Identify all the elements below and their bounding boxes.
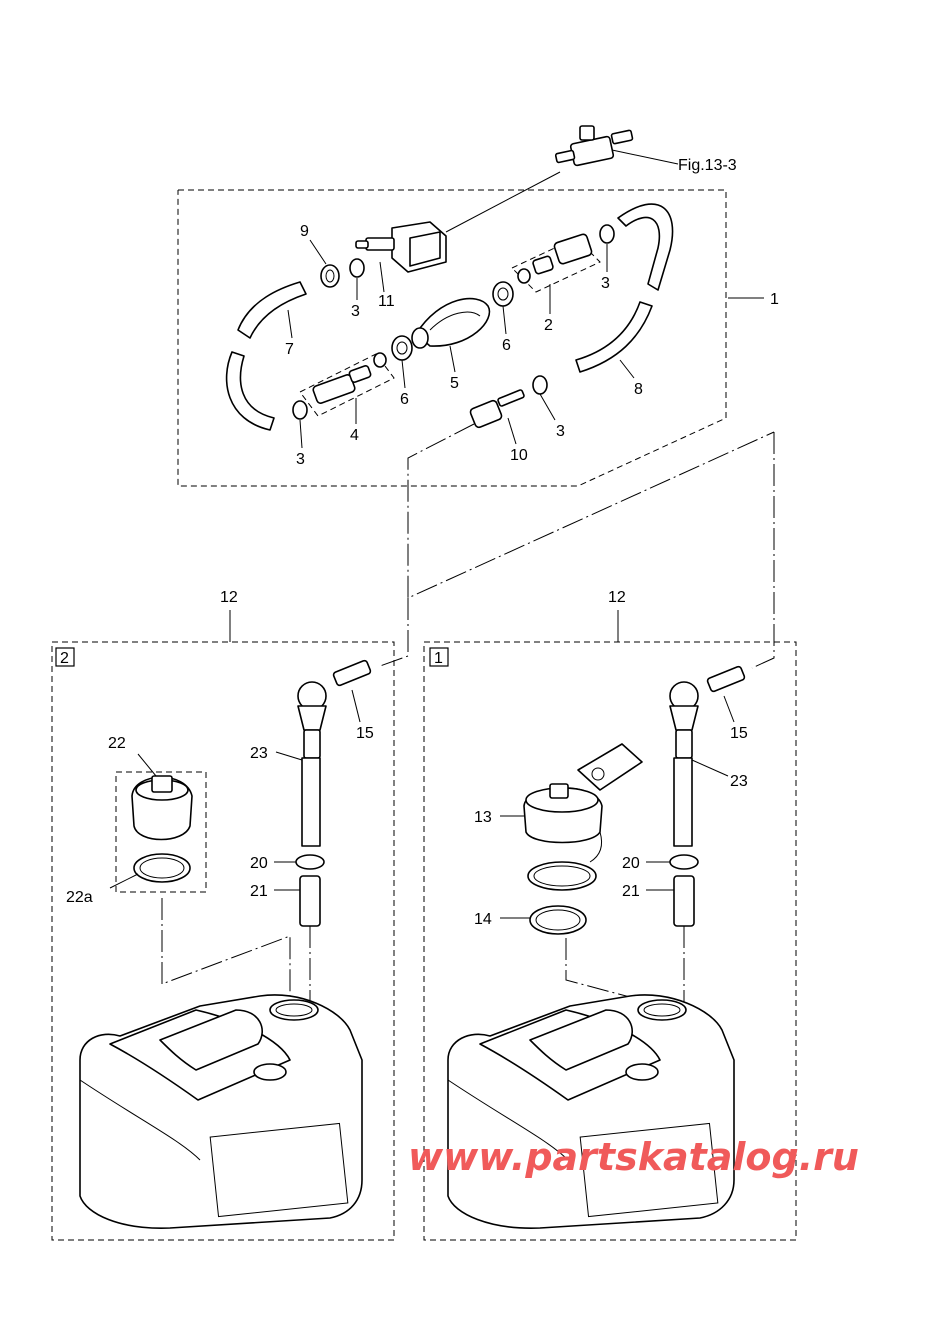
part-9-ring — [320, 264, 340, 288]
label-part-23-right: 23 — [730, 773, 748, 790]
label-part-3: 3 — [601, 275, 610, 292]
part-14-retainer — [529, 905, 587, 935]
tank-right-group — [423, 610, 797, 1241]
label-part-13: 13 — [474, 809, 492, 826]
label-part-7: 7 — [285, 341, 294, 358]
chain-line-right — [751, 432, 775, 669]
tank-right-outline — [423, 641, 797, 1241]
label-part-23-left: 23 — [250, 745, 268, 762]
label-part-1: 1 — [770, 291, 779, 308]
part-3-clamp — [349, 258, 365, 278]
part-2-connector — [511, 233, 601, 293]
part-20-oring — [295, 854, 325, 870]
part-3-clamp — [532, 375, 548, 395]
variant-box-1 — [429, 647, 449, 667]
chain-line-left — [407, 423, 775, 599]
fuel-tank-left — [79, 994, 363, 1229]
part-6-ring — [492, 281, 514, 307]
label-part-4: 4 — [350, 427, 359, 444]
fig-13-3-connector — [554, 125, 634, 167]
part-23-pickup-tube — [669, 681, 699, 847]
label-part-2: 2 — [544, 317, 553, 334]
label-part-21-left: 21 — [250, 883, 268, 900]
part-8-hose — [617, 203, 674, 291]
tank-left-group — [51, 610, 395, 1241]
part-5-primer-bulb — [411, 297, 491, 349]
part-20-oring — [669, 854, 699, 870]
variant-box-2 — [55, 647, 75, 667]
fuel-tank-right — [447, 994, 735, 1229]
label-part-5: 5 — [450, 375, 459, 392]
warning-tag — [577, 743, 643, 791]
label-part-22: 22 — [108, 735, 126, 752]
label-part-20-left: 20 — [250, 855, 268, 872]
label-part-22a: 22a — [66, 889, 93, 906]
label-part-3: 3 — [556, 423, 565, 440]
label-part-15-left: 15 — [356, 725, 374, 742]
fuel-line-assembly — [177, 125, 764, 487]
part-13-cap — [523, 783, 603, 891]
label-part-3: 3 — [351, 303, 360, 320]
label-part-14: 14 — [474, 911, 492, 928]
tank-left-outline — [51, 641, 395, 1241]
part-22a-oring — [133, 853, 191, 883]
label-part-10: 10 — [510, 447, 528, 464]
part-3-clamp — [599, 224, 615, 244]
part-23-pickup-tube — [297, 681, 327, 847]
part-15-fitting — [332, 659, 372, 687]
label-part-9: 9 — [300, 223, 309, 240]
label-part-6: 6 — [502, 337, 511, 354]
label-part-15-right: 15 — [730, 725, 748, 742]
label-part-21-right: 21 — [622, 883, 640, 900]
label-part-12-left: 12 — [220, 589, 238, 606]
label-part-20-right: 20 — [622, 855, 640, 872]
part-7-hose — [237, 281, 307, 339]
part-3-clamp — [292, 400, 308, 420]
label-part-3: 3 — [296, 451, 305, 468]
variant-1-label: 1 — [434, 650, 443, 667]
label-part-8: 8 — [634, 381, 643, 398]
part-10-fitting — [469, 389, 525, 429]
part-21-filter — [299, 875, 321, 927]
label-part-6: 6 — [400, 391, 409, 408]
variant-2-label: 2 — [60, 650, 69, 667]
chain-line-left-2 — [379, 598, 409, 667]
part-22-cap — [131, 775, 193, 841]
part-21-filter — [673, 875, 695, 927]
part-6-ring — [391, 335, 413, 361]
label-fig-13-3: Fig.13-3 — [678, 157, 737, 174]
label-part-12-right: 12 — [608, 589, 626, 606]
part-11-fitting — [355, 221, 447, 273]
watermark-text: www.partskatalog.ru — [408, 1135, 859, 1179]
part-4-connector — [299, 352, 395, 417]
label-part-11: 11 — [378, 293, 395, 310]
part-15-fitting — [706, 665, 746, 693]
part-22-cap-box — [115, 771, 207, 893]
